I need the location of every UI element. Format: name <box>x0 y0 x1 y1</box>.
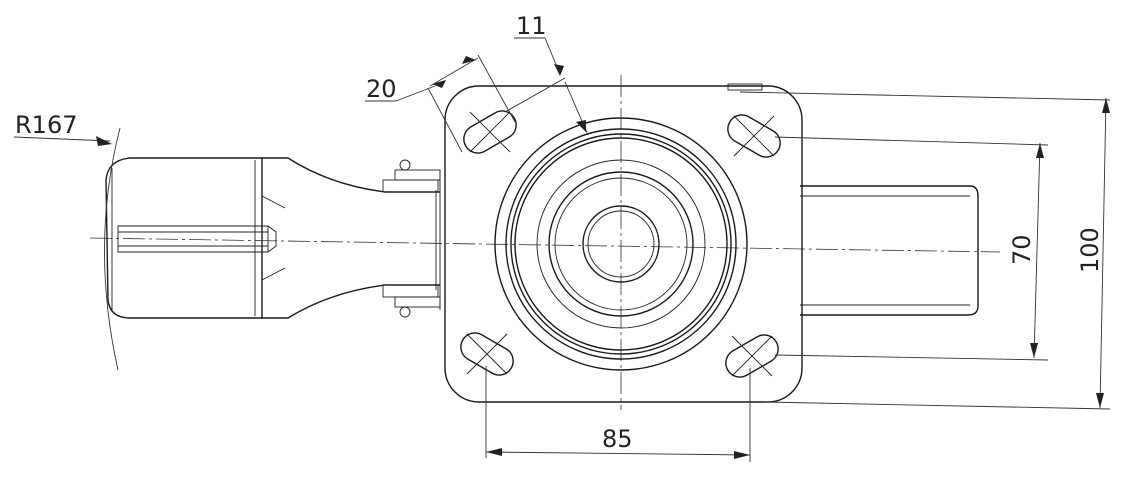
center-lines <box>89 75 1001 410</box>
dimension-radius-label: R167 <box>15 111 77 139</box>
dimension-slot-width: 11 <box>504 12 589 136</box>
dimension-slot-length-label: 20 <box>366 75 397 103</box>
right-arm <box>800 185 979 316</box>
dimension-slot-length: 20 <box>365 54 516 153</box>
dimension-hole-spacing-vertical-label: 70 <box>1008 234 1036 265</box>
wheel <box>105 157 277 319</box>
dimension-slot-width-label: 11 <box>516 12 547 40</box>
swivel-bearing <box>494 117 748 371</box>
dimension-hole-spacing-horizontal: 85 <box>485 366 751 462</box>
dimension-hole-spacing-vertical: 70 <box>774 136 1049 361</box>
dimension-hole-spacing-horizontal-label: 85 <box>602 425 633 453</box>
mounting-slots <box>460 110 781 378</box>
dimension-plate-height: 100 <box>739 91 1111 410</box>
mounting-plate <box>444 83 803 403</box>
dimension-radius: R167 <box>13 111 121 371</box>
fork-arm <box>261 157 441 319</box>
dimension-plate-height-label: 100 <box>1076 227 1104 273</box>
